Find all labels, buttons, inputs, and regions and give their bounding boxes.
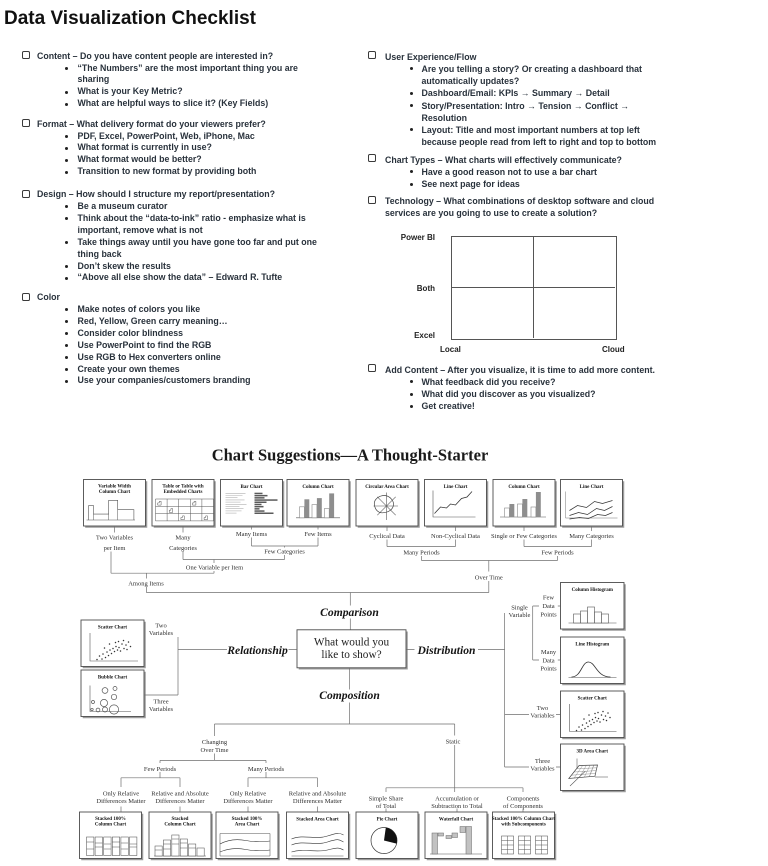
svg-text:Few Items: Few Items: [304, 531, 332, 538]
svg-text:3D Area Chart: 3D Area Chart: [576, 750, 608, 755]
svg-text:of Total: of Total: [376, 803, 396, 810]
svg-text:Area Chart: Area Chart: [235, 823, 260, 828]
svg-text:Column Chart: Column Chart: [95, 823, 127, 828]
svg-text:Three: Three: [153, 699, 168, 706]
svg-text:Table or Table with: Table or Table with: [162, 485, 203, 490]
svg-text:Scatter Chart: Scatter Chart: [98, 626, 128, 631]
svg-text:Many Items: Many Items: [236, 531, 268, 538]
svg-text:per Item: per Item: [104, 545, 126, 552]
svg-text:Line Chart: Line Chart: [444, 485, 468, 490]
svg-text:Three: Three: [535, 758, 550, 765]
svg-text:Differences Matter: Differences Matter: [223, 798, 273, 805]
svg-text:Bar Chart: Bar Chart: [241, 485, 263, 490]
svg-text:Composition: Composition: [319, 689, 380, 702]
svg-text:Non-Cyclical Data: Non-Cyclical Data: [431, 533, 480, 540]
svg-text:Chart Suggestions—A Thought-St: Chart Suggestions—A Thought-Starter: [212, 446, 489, 465]
svg-text:Differences Matter: Differences Matter: [293, 798, 343, 805]
svg-text:Differences Matter: Differences Matter: [96, 798, 146, 805]
svg-text:Few: Few: [543, 595, 555, 602]
svg-text:Column Chart: Column Chart: [99, 490, 131, 495]
svg-text:Stacked 100%: Stacked 100%: [232, 817, 263, 822]
svg-text:Many Categories: Many Categories: [569, 533, 614, 540]
svg-text:Column Histogram: Column Histogram: [572, 588, 614, 593]
svg-text:Over Time: Over Time: [475, 575, 503, 582]
svg-text:What would you: What would you: [314, 636, 390, 648]
svg-text:Variable Width: Variable Width: [98, 485, 131, 490]
svg-text:Categories: Categories: [169, 545, 197, 552]
svg-text:Only Relative: Only Relative: [103, 790, 139, 797]
svg-text:Over Time: Over Time: [201, 747, 229, 754]
svg-text:Single: Single: [511, 605, 528, 612]
svg-text:Line Histogram: Line Histogram: [575, 643, 610, 648]
svg-text:Data: Data: [542, 603, 554, 610]
svg-text:Stacked 100% Column Chart: Stacked 100% Column Chart: [492, 817, 556, 822]
svg-text:Bubble Chart: Bubble Chart: [98, 676, 128, 681]
svg-text:Relationship: Relationship: [226, 644, 288, 657]
svg-text:Relative and Absolute: Relative and Absolute: [151, 790, 209, 797]
svg-text:Variables: Variables: [149, 706, 174, 713]
svg-text:Components: Components: [507, 796, 540, 803]
svg-text:Points: Points: [540, 612, 557, 619]
svg-text:Two Variables: Two Variables: [96, 535, 134, 542]
svg-text:Accumulation or: Accumulation or: [435, 796, 480, 803]
svg-text:One Variable per Item: One Variable per Item: [186, 565, 243, 572]
svg-text:Many: Many: [175, 535, 191, 542]
svg-text:Variables: Variables: [530, 766, 555, 773]
svg-text:Comparison: Comparison: [320, 606, 379, 619]
svg-text:Many: Many: [541, 649, 557, 656]
svg-text:Points: Points: [540, 666, 557, 673]
svg-text:Distribution: Distribution: [417, 644, 476, 657]
svg-text:Subtraction to Total: Subtraction to Total: [431, 803, 483, 810]
svg-text:Simple Share: Simple Share: [369, 796, 404, 803]
svg-text:Differences Matter: Differences Matter: [155, 798, 205, 805]
svg-text:Scatter Chart: Scatter Chart: [578, 697, 608, 702]
svg-text:Two: Two: [155, 622, 166, 629]
svg-text:with Subcomponents: with Subcomponents: [501, 823, 546, 828]
svg-text:Data: Data: [542, 657, 554, 664]
svg-text:Single or Few Categories: Single or Few Categories: [491, 533, 557, 540]
svg-text:Stacked: Stacked: [172, 817, 189, 822]
svg-text:Cyclical Data: Cyclical Data: [369, 533, 405, 540]
svg-text:Pie Chart: Pie Chart: [377, 818, 398, 823]
svg-text:Few Periods: Few Periods: [144, 766, 177, 773]
svg-text:Two: Two: [537, 705, 548, 712]
svg-text:Embedded Charts: Embedded Charts: [163, 490, 202, 495]
svg-text:Circular Area Chart: Circular Area Chart: [365, 485, 409, 490]
svg-text:Few Categories: Few Categories: [264, 549, 305, 556]
svg-text:like to show?: like to show?: [321, 649, 381, 661]
svg-text:Among Items: Among Items: [128, 581, 164, 588]
svg-text:Variables: Variables: [530, 713, 555, 720]
svg-text:Static: Static: [446, 738, 461, 745]
svg-text:of Components: of Components: [503, 803, 543, 810]
svg-text:Changing: Changing: [202, 739, 228, 746]
svg-text:Column Chart: Column Chart: [508, 485, 540, 490]
svg-text:Many Periods: Many Periods: [403, 550, 440, 557]
svg-text:Variables: Variables: [149, 630, 174, 637]
svg-text:Stacked 100%: Stacked 100%: [95, 817, 126, 822]
svg-text:Column Chart: Column Chart: [164, 823, 196, 828]
svg-text:Variable: Variable: [509, 612, 531, 619]
svg-text:Many Periods: Many Periods: [248, 766, 285, 773]
svg-text:Relative and Absolute: Relative and Absolute: [289, 790, 347, 797]
svg-text:Waterfall Chart: Waterfall Chart: [439, 818, 474, 823]
svg-text:Only Relative: Only Relative: [230, 790, 266, 797]
svg-text:Stacked Area Chart: Stacked Area Chart: [296, 818, 339, 823]
svg-text:Line Chart: Line Chart: [580, 485, 604, 490]
svg-text:Column Chart: Column Chart: [302, 485, 334, 490]
svg-text:Few Periods: Few Periods: [541, 550, 574, 557]
